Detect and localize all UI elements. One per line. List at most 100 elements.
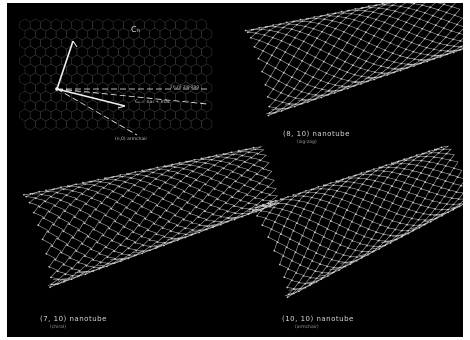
carbon-bond: [419, 45, 427, 53]
carbon-atom: [107, 263, 109, 265]
carbon-atom: [273, 207, 275, 209]
carbon-bond: [381, 225, 388, 234]
carbon-atom: [435, 149, 437, 151]
lattice-hexagon: [35, 28, 45, 40]
carbon-atom: [258, 27, 260, 29]
carbon-atom: [128, 190, 130, 192]
lattice-hexagon: [108, 118, 118, 130]
carbon-atom: [132, 201, 134, 203]
carbon-atom: [241, 208, 243, 210]
chiral-vector-diagram: [20, 19, 212, 135]
carbon-bond: [438, 10, 446, 19]
carbon-atom: [212, 226, 214, 228]
carbon-bond: [411, 16, 419, 26]
carbon-atom: [121, 259, 123, 261]
carbon-atom: [165, 166, 167, 168]
lattice-hexagon: [170, 28, 180, 40]
lattice-hexagon: [82, 73, 92, 85]
carbon-atom: [177, 225, 179, 227]
carbon-atom: [53, 224, 55, 226]
carbon-atom: [57, 283, 59, 285]
carbon-bond: [208, 170, 217, 179]
carbon-bond: [420, 19, 428, 29]
carbon-atom: [405, 48, 407, 50]
carbon-atom: [405, 159, 407, 161]
carbon-atom: [411, 15, 413, 17]
carbon-atom: [354, 250, 356, 252]
carbon-atom: [81, 193, 83, 195]
carbon-atom: [440, 50, 442, 52]
carbon-bond: [425, 199, 433, 208]
carbon-bond: [437, 194, 444, 203]
carbon-atom: [149, 183, 151, 185]
carbon-bond: [356, 47, 364, 58]
carbon-bond: [452, 198, 459, 204]
carbon-bond: [425, 39, 433, 48]
carbon-bond: [262, 193, 270, 201]
carbon-atom: [320, 97, 322, 99]
carbon-bond: [343, 218, 351, 230]
carbon-bond: [205, 211, 213, 220]
carbon-bond: [321, 81, 328, 90]
carbon-bond: [349, 10, 357, 13]
carbon-atom: [334, 84, 336, 86]
carbon-bond: [347, 210, 356, 222]
carbon-bond: [401, 29, 409, 39]
lattice-hexagon: [202, 64, 212, 76]
carbon-bond: [312, 261, 320, 271]
carbon-atom: [335, 252, 337, 254]
carbon-atom: [304, 72, 306, 74]
carbon-atom: [301, 60, 303, 62]
carbon-atom: [435, 24, 437, 26]
carbon-atom: [256, 204, 258, 206]
carbon-atom: [208, 194, 210, 196]
carbon-bond: [368, 71, 375, 78]
carbon-atom: [112, 191, 114, 193]
carbon-atom: [400, 206, 402, 208]
carbon-bond: [184, 220, 192, 229]
carbon-atom: [312, 212, 314, 214]
carbon-bond: [45, 202, 54, 212]
carbon-atom: [294, 205, 296, 207]
carbon-atom: [301, 103, 303, 105]
carbon-atom: [183, 191, 185, 193]
carbon-bond: [376, 232, 383, 241]
carbon-atom: [363, 236, 365, 238]
carbon-atom: [64, 210, 66, 212]
carbon-bond: [441, 188, 449, 197]
carbon-atom: [262, 50, 264, 52]
carbon-bond: [299, 49, 308, 61]
carbon-atom: [380, 206, 382, 208]
carbon-atom: [306, 52, 308, 54]
carbon-atom: [353, 85, 355, 87]
carbon-bond: [285, 52, 294, 65]
carbon-atom: [449, 174, 451, 176]
carbon-atom: [300, 19, 302, 21]
carbon-atom: [168, 192, 170, 194]
carbon-bond: [289, 24, 297, 29]
carbon-atom: [64, 279, 66, 281]
carbon-atom: [352, 64, 354, 66]
lattice-hexagon: [103, 109, 113, 121]
carbon-atom: [64, 274, 66, 276]
carbon-atom: [165, 182, 167, 184]
carbon-atom: [91, 197, 93, 199]
carbon-bond: [199, 217, 207, 225]
carbon-atom: [100, 262, 102, 264]
carbon-bond: [61, 200, 70, 211]
carbon-atom: [420, 188, 422, 190]
carbon-atom: [416, 195, 418, 197]
figure-panel: Cₕ (n,n) zig-zag Cₕ = na₁ + ma₂ (n,0) ar…: [7, 3, 463, 337]
carbon-bond: [430, 7, 438, 15]
carbon-atom: [159, 216, 161, 218]
carbon-bond: [326, 73, 334, 83]
carbon-atom: [235, 181, 237, 183]
carbon-atom: [135, 250, 137, 252]
carbon-bond: [150, 184, 159, 194]
carbon-atom: [419, 18, 421, 20]
carbon-atom: [313, 99, 315, 101]
lattice-hexagon: [165, 73, 175, 85]
carbon-bond: [142, 237, 150, 246]
carbon-atom: [332, 272, 334, 274]
carbon-atom: [325, 185, 327, 187]
